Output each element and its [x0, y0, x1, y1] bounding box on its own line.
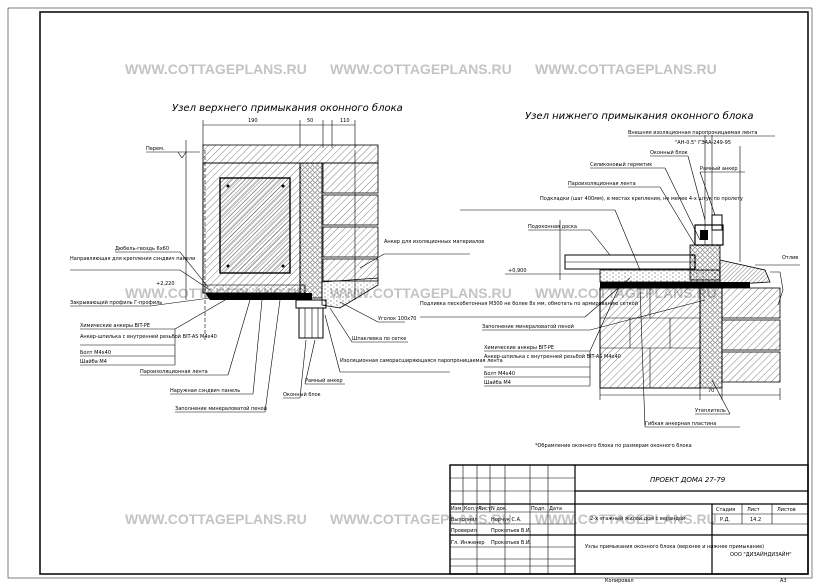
- callout: Гибкая анкерная пластина: [645, 421, 716, 427]
- callout: Шайба M4: [80, 358, 107, 365]
- object-name: 2-х этажный жилой дом с верандой: [590, 515, 685, 522]
- company-name: ООО "ДИЗАЙНДИЗАЙН": [730, 551, 792, 558]
- header-cell: N док.: [491, 506, 508, 512]
- callout: Болт M4х40: [80, 350, 111, 356]
- left-detail-right-callouts: Анкер для изоляционных материалов Уголок…: [324, 239, 503, 373]
- role-cell: Гл. Инженер: [451, 540, 485, 546]
- right-detail: Узел нижнего примыкания оконного блока: [420, 110, 800, 449]
- callout: Болт M4х40: [484, 371, 515, 377]
- callout: Шайба M4: [484, 379, 511, 386]
- watermark: WWW.COTTAGEPLANS.RU: [125, 511, 307, 527]
- callout: Дюбель-гвоздь 6х60: [115, 246, 169, 252]
- callout: Рамный анкер: [305, 377, 343, 384]
- header-cell: Изм.: [451, 506, 463, 512]
- name-cell: Прокопьев В.И.: [491, 540, 532, 546]
- project-name: ПРОЕКТ ДОМА 27-79: [650, 476, 726, 484]
- role-cell: Выполнил: [451, 517, 478, 523]
- ceiling-slab: [202, 144, 379, 164]
- header-cell: Дата: [549, 506, 562, 512]
- callout: Анкер-шпилька с внутренней резьбой BIT-A…: [80, 333, 217, 340]
- stage-label: Стадия: [716, 507, 735, 513]
- wall-below: [599, 287, 781, 389]
- steel-angle: [205, 293, 312, 300]
- callout: Оконный блок: [283, 391, 321, 398]
- callout: Химические анкеры BIT-PE: [80, 323, 150, 329]
- callout: Шпаклевка по сетке: [352, 336, 406, 342]
- callout: Силиконовый герметик: [590, 161, 652, 168]
- role-cell: Проверил: [451, 528, 477, 534]
- header-cell: Кол.уч.: [464, 506, 483, 512]
- watermark-row-bottom: WWW.COTTAGEPLANS.RU WWW.COTTAGEPLANS.RU …: [125, 511, 717, 527]
- sheet-title: Узлы примыкания оконного блока (верхнее …: [585, 544, 764, 550]
- left-callouts: Дюбель-гвоздь 6х60 Направляющая для креп…: [70, 246, 345, 413]
- right-callouts: Внешняя изоляционная паропроницаемая лен…: [420, 130, 775, 428]
- left-detail-title: Узел верхнего примыкания оконного блока: [172, 102, 403, 114]
- callout: Оконный блок: [650, 149, 688, 156]
- watermark: WWW.COTTAGEPLANS.RU: [330, 285, 512, 301]
- watermark-row-top: WWW.COTTAGEPLANS.RU WWW.COTTAGEPLANS.RU …: [125, 61, 717, 77]
- title-block: ПРОЕКТ ДОМА 27-79 Изм. Кол.уч. Лист N до…: [449, 464, 809, 584]
- stage-value: Р.Д.: [720, 517, 731, 523]
- lintel-reinforcement: [219, 177, 291, 274]
- callout: Анкер-шпилька с внутренней резьбой BIT-A…: [484, 353, 621, 360]
- callout: Уголок 100х70: [378, 316, 416, 322]
- facade-bricks: [322, 162, 379, 282]
- window-sash: [694, 135, 724, 246]
- watermark: WWW.COTTAGEPLANS.RU: [535, 511, 717, 527]
- callout: Утеплитель: [695, 408, 726, 414]
- watermark: WWW.COTTAGEPLANS.RU: [125, 61, 307, 77]
- external-sill: [719, 259, 771, 286]
- callout: Закрывающий профиль Г-профиль: [70, 299, 162, 306]
- top-dimension: 190 50 110: [202, 118, 356, 148]
- bottom-dimension: 70: [599, 388, 781, 400]
- right-detail-title: Узел нижнего примыкания оконного блока: [525, 110, 754, 122]
- watermark: WWW.COTTAGEPLANS.RU: [535, 61, 717, 77]
- callout: Подоконная доска: [528, 224, 577, 230]
- callout: Изоляционная саморасширяющаяся паропрони…: [340, 358, 503, 364]
- left-detail: Узел верхнего примыкания оконного блока …: [70, 102, 503, 413]
- dim-text: 190: [248, 118, 258, 124]
- name-cell: Прокопьев В.И.: [491, 528, 532, 534]
- outer-frame: [7, 7, 813, 579]
- callout: Наружная сэндвич панель: [170, 388, 240, 394]
- level-mark: Перем.: [146, 140, 200, 300]
- watermark: WWW.COTTAGEPLANS.RU: [330, 61, 512, 77]
- level-label: Перем.: [146, 146, 165, 152]
- callout: Направляющая для крепления сэндвич панел…: [70, 256, 195, 262]
- callout: Внешняя изоляционная паропроницаемая лен…: [628, 130, 757, 136]
- sealant-slope: [321, 277, 379, 309]
- copied-label: Копировал: [605, 578, 634, 584]
- callout: Пароизоляционная лента: [568, 181, 636, 187]
- callout: Рамный анкер: [700, 165, 738, 172]
- dim-text: 110: [340, 118, 350, 124]
- callout: Подкладки (шаг 400мм), в местах креплени…: [540, 196, 743, 202]
- callout: Пароизоляционная лента: [140, 369, 208, 375]
- callout: Анкер для изоляционных материалов: [384, 239, 484, 245]
- callout: Подливка пескобетонная M300 не более 8х …: [420, 300, 638, 307]
- sheet-label: Лист: [747, 507, 760, 513]
- dim-text: 50: [307, 118, 313, 124]
- name-cell: Норчук С.А.: [491, 517, 522, 523]
- dim-level: +2,220: [156, 281, 175, 287]
- level-label: Отлив: [782, 255, 798, 261]
- note: *Обрамление оконного блока по размерам о…: [535, 443, 692, 449]
- header-cell: Лист: [478, 506, 491, 512]
- callout: Химические анкеры BIT-PE: [484, 345, 554, 351]
- mortar-pad: [599, 269, 721, 283]
- sheets-label: Листов: [777, 507, 796, 513]
- window-frame: [295, 299, 327, 339]
- watermark: WWW.COTTAGEPLANS.RU: [330, 511, 512, 527]
- insulation-layer: [299, 162, 323, 299]
- sheet-value: 14.2: [750, 517, 761, 523]
- callout: Заполнение минераловатой пеной: [482, 323, 574, 330]
- inner-frame: [39, 11, 809, 575]
- callout: "АН-0.5" ГЭАА-249-95: [675, 140, 731, 146]
- header-cell: Подп.: [531, 506, 547, 512]
- format-label: А3: [780, 578, 787, 584]
- level-label: +0,900: [508, 268, 527, 274]
- dim-text: 70: [708, 388, 714, 394]
- callout: Заполнение минераловатой пеной: [175, 405, 267, 412]
